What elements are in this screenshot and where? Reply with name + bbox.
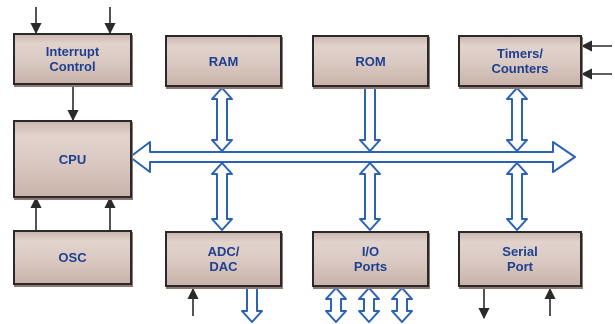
- osc-block: OSC: [13, 230, 132, 285]
- io-ports-label: I/O Ports: [353, 244, 388, 274]
- adc-dac-block: ADC/ DAC: [165, 231, 282, 287]
- cpu-label: CPU: [58, 151, 87, 167]
- serial-port-block: Serial Port: [458, 231, 582, 287]
- io-arrow-1: [325, 287, 347, 323]
- io-arrow-2: [358, 287, 380, 323]
- interrupt-control-label: Interrupt Control: [45, 44, 100, 74]
- cpu-block: CPU: [13, 120, 132, 198]
- timers-bus-arrow: [506, 87, 528, 152]
- adc-output-arrow: [241, 287, 263, 323]
- bus-adc-arrow: [211, 162, 233, 231]
- bus-serial-arrow: [506, 162, 528, 231]
- ram-block: RAM: [165, 35, 282, 87]
- timers-counters-label: Timers/ Counters: [491, 46, 549, 76]
- system-bus-arrow: [129, 141, 576, 173]
- osc-label: OSC: [58, 250, 87, 265]
- io-arrow-3: [391, 287, 413, 323]
- bus-io-arrow: [359, 162, 381, 231]
- serial-port-label: Serial Port: [502, 244, 538, 274]
- rom-block: ROM: [312, 35, 429, 87]
- ram-bus-arrow: [211, 87, 233, 152]
- adc-dac-label: ADC/ DAC: [207, 244, 240, 274]
- rom-label: ROM: [355, 53, 386, 69]
- interrupt-control-block: Interrupt Control: [13, 33, 132, 85]
- ram-label: RAM: [208, 53, 239, 69]
- io-ports-block: I/O Ports: [312, 231, 429, 287]
- timers-counters-block: Timers/ Counters: [458, 35, 582, 87]
- rom-to-bus-arrow: [359, 87, 381, 152]
